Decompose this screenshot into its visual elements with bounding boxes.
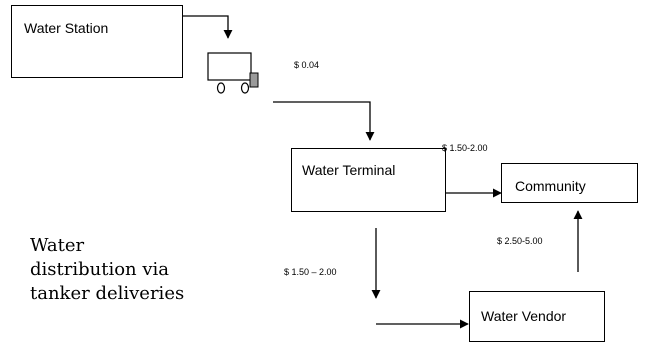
arrow-station-to-tanker [182, 15, 233, 39]
water-station-label: Water Station [24, 20, 109, 36]
price-station-to-tanker: $ 0.04 [294, 60, 320, 70]
caption-line-3: tanker deliveries [30, 283, 185, 304]
water-station-node: Water Station [11, 5, 183, 78]
diagram-caption: Water distribution via tanker deliveries [30, 234, 184, 306]
price-vendor-to-community: $ 2.50-5.00 [497, 236, 543, 246]
water-vendor-node: Water Vendor [469, 291, 605, 342]
price-terminal-to-community: $ 1.50-2.00 [442, 143, 488, 153]
water-terminal-label: Water Terminal [302, 162, 396, 178]
arrow-tanker-to-terminal [273, 101, 375, 141]
community-node: Community [501, 163, 638, 203]
caption-line-1: Water [30, 235, 85, 256]
community-label: Community [515, 178, 586, 194]
water-terminal-node: Water Terminal [291, 148, 446, 212]
water-vendor-label: Water Vendor [481, 308, 567, 324]
price-terminal-to-vendor: $ 1.50 – 2.00 [284, 267, 337, 277]
caption-line-2: distribution via [30, 259, 170, 280]
truck-icon [207, 52, 259, 94]
